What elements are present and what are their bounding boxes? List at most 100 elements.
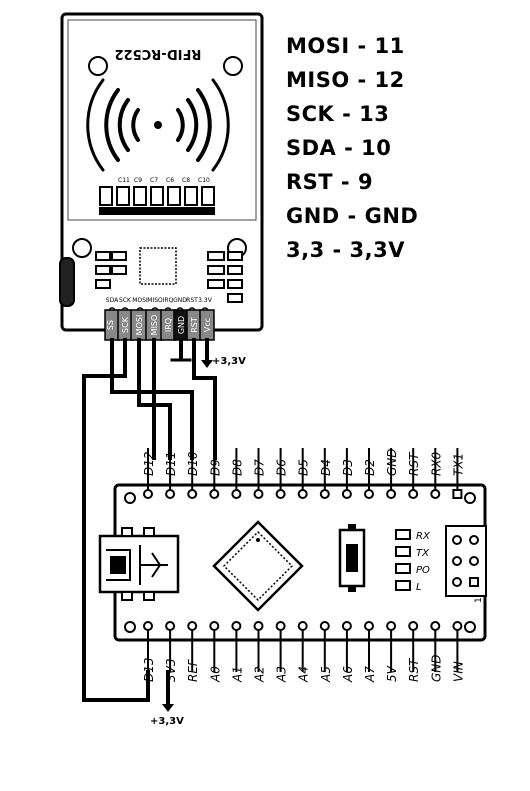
nano-pin-label-d10: D10 — [186, 451, 200, 476]
wire-sck-d13 — [82, 338, 150, 702]
nano-pin-label-d8: D8 — [230, 459, 244, 476]
antenna-center — [154, 121, 162, 129]
svg-text:C8: C8 — [182, 177, 190, 184]
arrow-vcc — [201, 360, 213, 368]
pin-mosi: MOSI — [130, 309, 148, 341]
nano-pin-top-1: D11 — [164, 448, 178, 499]
nano-pin-top-14: TX1 — [451, 448, 465, 499]
pin-gnd: GND — [173, 309, 189, 341]
legend-miso: MISO - 12 — [286, 68, 405, 92]
antenna-waves — [86, 78, 230, 172]
rfid-module: RFID-RC522 C11 C9 C7 C6 C8 C10 — [59, 12, 264, 332]
smd-components-right — [207, 251, 243, 303]
capacitor-labels: C11 C9 C7 C6 C8 C10 — [118, 177, 210, 184]
legend-mosi: MOSI - 11 — [286, 34, 405, 58]
capacitor-pads — [99, 186, 215, 215]
crystal — [59, 257, 75, 307]
nano-pin-top-7: D5 — [297, 448, 311, 499]
svg-text:IRQ: IRQ — [164, 318, 173, 332]
arduino-nano: RX TX PO L 1 — [98, 483, 487, 642]
nano-pin-top-3: D9 — [208, 448, 222, 499]
pin-miso: MISO — [145, 309, 163, 341]
svg-text:3.3V: 3.3V — [198, 297, 213, 304]
nano-pin-top-9: D3 — [341, 448, 355, 499]
nano-pin-bottom-3: A0 — [208, 621, 222, 683]
nano-pin-bottom-14: VIN — [451, 621, 465, 682]
nano-pin-bottom-9: A6 — [341, 621, 355, 683]
nano-pin-label-a4: A4 — [297, 666, 311, 683]
nano-pin-label-a5: A5 — [319, 666, 333, 683]
svg-text:GND: GND — [173, 297, 187, 304]
nano-pin-label-3v3: 3V3 — [164, 659, 178, 682]
smd-components-left — [95, 251, 127, 289]
svg-text:C11: C11 — [118, 177, 130, 184]
mount-holes — [72, 56, 247, 258]
mcu-chip — [212, 520, 304, 612]
svg-text:SDA: SDA — [106, 297, 119, 304]
nano-pin-bottom-8: A5 — [319, 621, 333, 683]
nano-pin-label-a2: A2 — [253, 666, 267, 683]
pin-vcc: Vcc — [199, 309, 215, 341]
nano-pin-label-d3: D3 — [341, 459, 355, 476]
nano-pin-label-a1: A1 — [230, 666, 244, 683]
nano-pin-bottom-10: A7 — [363, 621, 377, 683]
legend-sck: SCK - 13 — [286, 102, 390, 126]
legend-sda: SDA - 10 — [286, 136, 392, 160]
led-po-label: PO — [416, 565, 430, 576]
svg-text:Vcc: Vcc — [203, 318, 212, 332]
nano-pin-bottom-5: A2 — [253, 621, 267, 683]
svg-text:MOSI: MOSI — [135, 315, 144, 336]
nano-pin-top-6: D6 — [275, 448, 289, 499]
svg-text:RST: RST — [186, 297, 198, 304]
nano-pin-bottom-11: 5V — [385, 621, 399, 682]
nano-pin-label-d5: D5 — [297, 459, 311, 476]
svg-text:IRQ: IRQ — [163, 297, 174, 304]
pin-rst: RST — [186, 309, 202, 341]
nano-pin-bottom-12: RST — [407, 621, 421, 682]
led-rx-label: RX — [416, 531, 431, 542]
pin-ss: SS — [104, 309, 120, 341]
nano-pin-label-vin: VIN — [451, 661, 465, 682]
pin-sck: SCK — [117, 309, 133, 341]
nano-pin-label-d11: D11 — [164, 451, 178, 476]
legend-power: 3,3 - 3,3V — [286, 238, 405, 262]
svg-text:RST: RST — [190, 317, 199, 333]
nano-pin-label-d2: D2 — [363, 459, 377, 476]
nano-pin-label-rst: RST — [407, 657, 421, 682]
svg-text:GND: GND — [177, 316, 186, 334]
nano-pin-label-a0: A0 — [208, 666, 222, 683]
nano-pin-bottom-13: GND — [429, 621, 443, 682]
nano-pin-bottom-4: A1 — [230, 621, 244, 683]
svg-text:MOSI: MOSI — [132, 297, 148, 304]
nano-pin-label-d12: D12 — [142, 451, 156, 476]
nano-pin-top-0: D12 — [142, 448, 156, 499]
nano-pin-label-rst: RST — [407, 451, 421, 476]
nano-pin-label-5v: 5V — [385, 665, 399, 682]
nano-pin-label-d7: D7 — [253, 459, 267, 476]
nano-pin-bottom-7: A4 — [297, 621, 311, 683]
wire-rst-d9 — [192, 338, 217, 460]
legend-rst: RST - 9 — [286, 170, 374, 194]
rfid-chip — [139, 247, 177, 285]
vcc-power-label: +3,3V — [212, 356, 246, 367]
nano-pin-bottom-2: REF — [186, 621, 200, 682]
nano-pin-top-11: GND — [385, 448, 399, 499]
nano-pin-top-4: D8 — [230, 448, 244, 499]
nano-pin-label-d9: D9 — [208, 459, 222, 476]
legend-gnd: GND - GND — [286, 204, 419, 228]
nano-pin-label-a6: A6 — [341, 666, 355, 683]
svg-text:C10: C10 — [198, 177, 210, 184]
nano-pin-label-gnd: GND — [385, 448, 399, 476]
nano-pin-label-gnd: GND — [429, 654, 443, 682]
rfid-header-pins: SS SCK MOSI MISO IRQ GND RST Vcc — [104, 309, 215, 341]
svg-text:SCK: SCK — [119, 297, 132, 304]
led-l-label: L — [416, 582, 422, 593]
svg-text:SS: SS — [106, 320, 115, 330]
nano-pin-top-12: RST — [407, 448, 421, 499]
svg-text:MISO: MISO — [147, 297, 163, 304]
svg-text:C6: C6 — [166, 177, 174, 184]
icsp-pin-number: 1 — [474, 597, 484, 603]
svg-text:MISO: MISO — [150, 315, 159, 336]
nano-pin-top-8: D4 — [319, 448, 333, 499]
